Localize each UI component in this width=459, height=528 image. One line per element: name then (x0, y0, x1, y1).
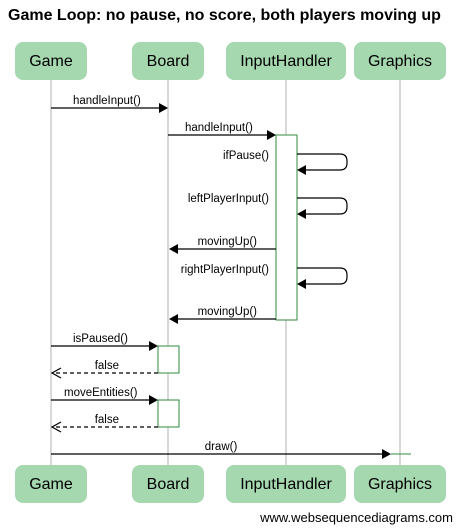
message-8-label: isPaused() (73, 333, 128, 345)
activation-board-moveentities (157, 399, 180, 428)
participant-box-inputhandler-bottom (226, 465, 346, 503)
message-4-arrowhead (297, 209, 306, 219)
message-10-label: moveEntities() (64, 387, 138, 399)
participant-box-graphics-top (354, 42, 446, 80)
participant-label-graphics-top: Graphics (368, 53, 432, 70)
participant-label-graphics-bottom: Graphics (368, 476, 432, 493)
message-11-label: false (95, 414, 119, 426)
message-11-arrowhead (50, 421, 62, 433)
message-8-arrowhead (149, 341, 158, 351)
message-10-arrowhead (149, 395, 158, 405)
participant-box-board-bottom (132, 465, 204, 503)
activation-board-ispaused (157, 345, 180, 374)
activation-inputhandler (275, 134, 298, 321)
message-6-self-loop (297, 267, 348, 285)
message-6-arrowhead (297, 279, 306, 289)
participant-label-board-bottom: Board (147, 476, 190, 493)
message-1-arrowhead (159, 103, 168, 113)
message-12-label: draw() (205, 441, 238, 453)
message-2-arrowhead (267, 130, 276, 140)
participant-label-inputhandler-bottom: InputHandler (240, 476, 332, 493)
message-2-label: handleInput() (185, 122, 253, 134)
message-5-label: movingUp() (198, 236, 258, 248)
message-3-arrowhead (297, 165, 306, 175)
message-6-label: rightPlayerInput() (181, 264, 269, 276)
message-4-label: leftPlayerInput() (188, 193, 269, 205)
message-9-label: false (95, 360, 119, 372)
participant-label-board-top: Board (147, 53, 190, 70)
participant-box-graphics-bottom (354, 465, 446, 503)
footer-credit: www.websequencediagrams.com (260, 510, 453, 525)
message-7-label: movingUp() (198, 306, 258, 318)
participant-label-game-top: Game (29, 53, 73, 70)
participant-box-inputhandler-top (226, 42, 346, 80)
diagram-title: Game Loop: no pause, no score, both play… (8, 7, 441, 24)
message-12-arrowhead (382, 449, 391, 459)
message-3-self-loop (297, 153, 348, 171)
participant-box-game-top (15, 42, 87, 80)
participant-label-game-bottom: Game (29, 476, 73, 493)
message-3-label: ifPause() (223, 150, 269, 162)
message-5-arrowhead (169, 244, 178, 254)
participant-box-game-bottom (15, 465, 87, 503)
message-9-arrowhead (50, 367, 62, 379)
message-4-self-loop (297, 197, 348, 215)
message-7-arrowhead (169, 314, 178, 324)
participant-box-board-top (132, 42, 204, 80)
message-1-label: handleInput() (73, 95, 141, 107)
participant-label-inputhandler-top: InputHandler (240, 53, 332, 70)
